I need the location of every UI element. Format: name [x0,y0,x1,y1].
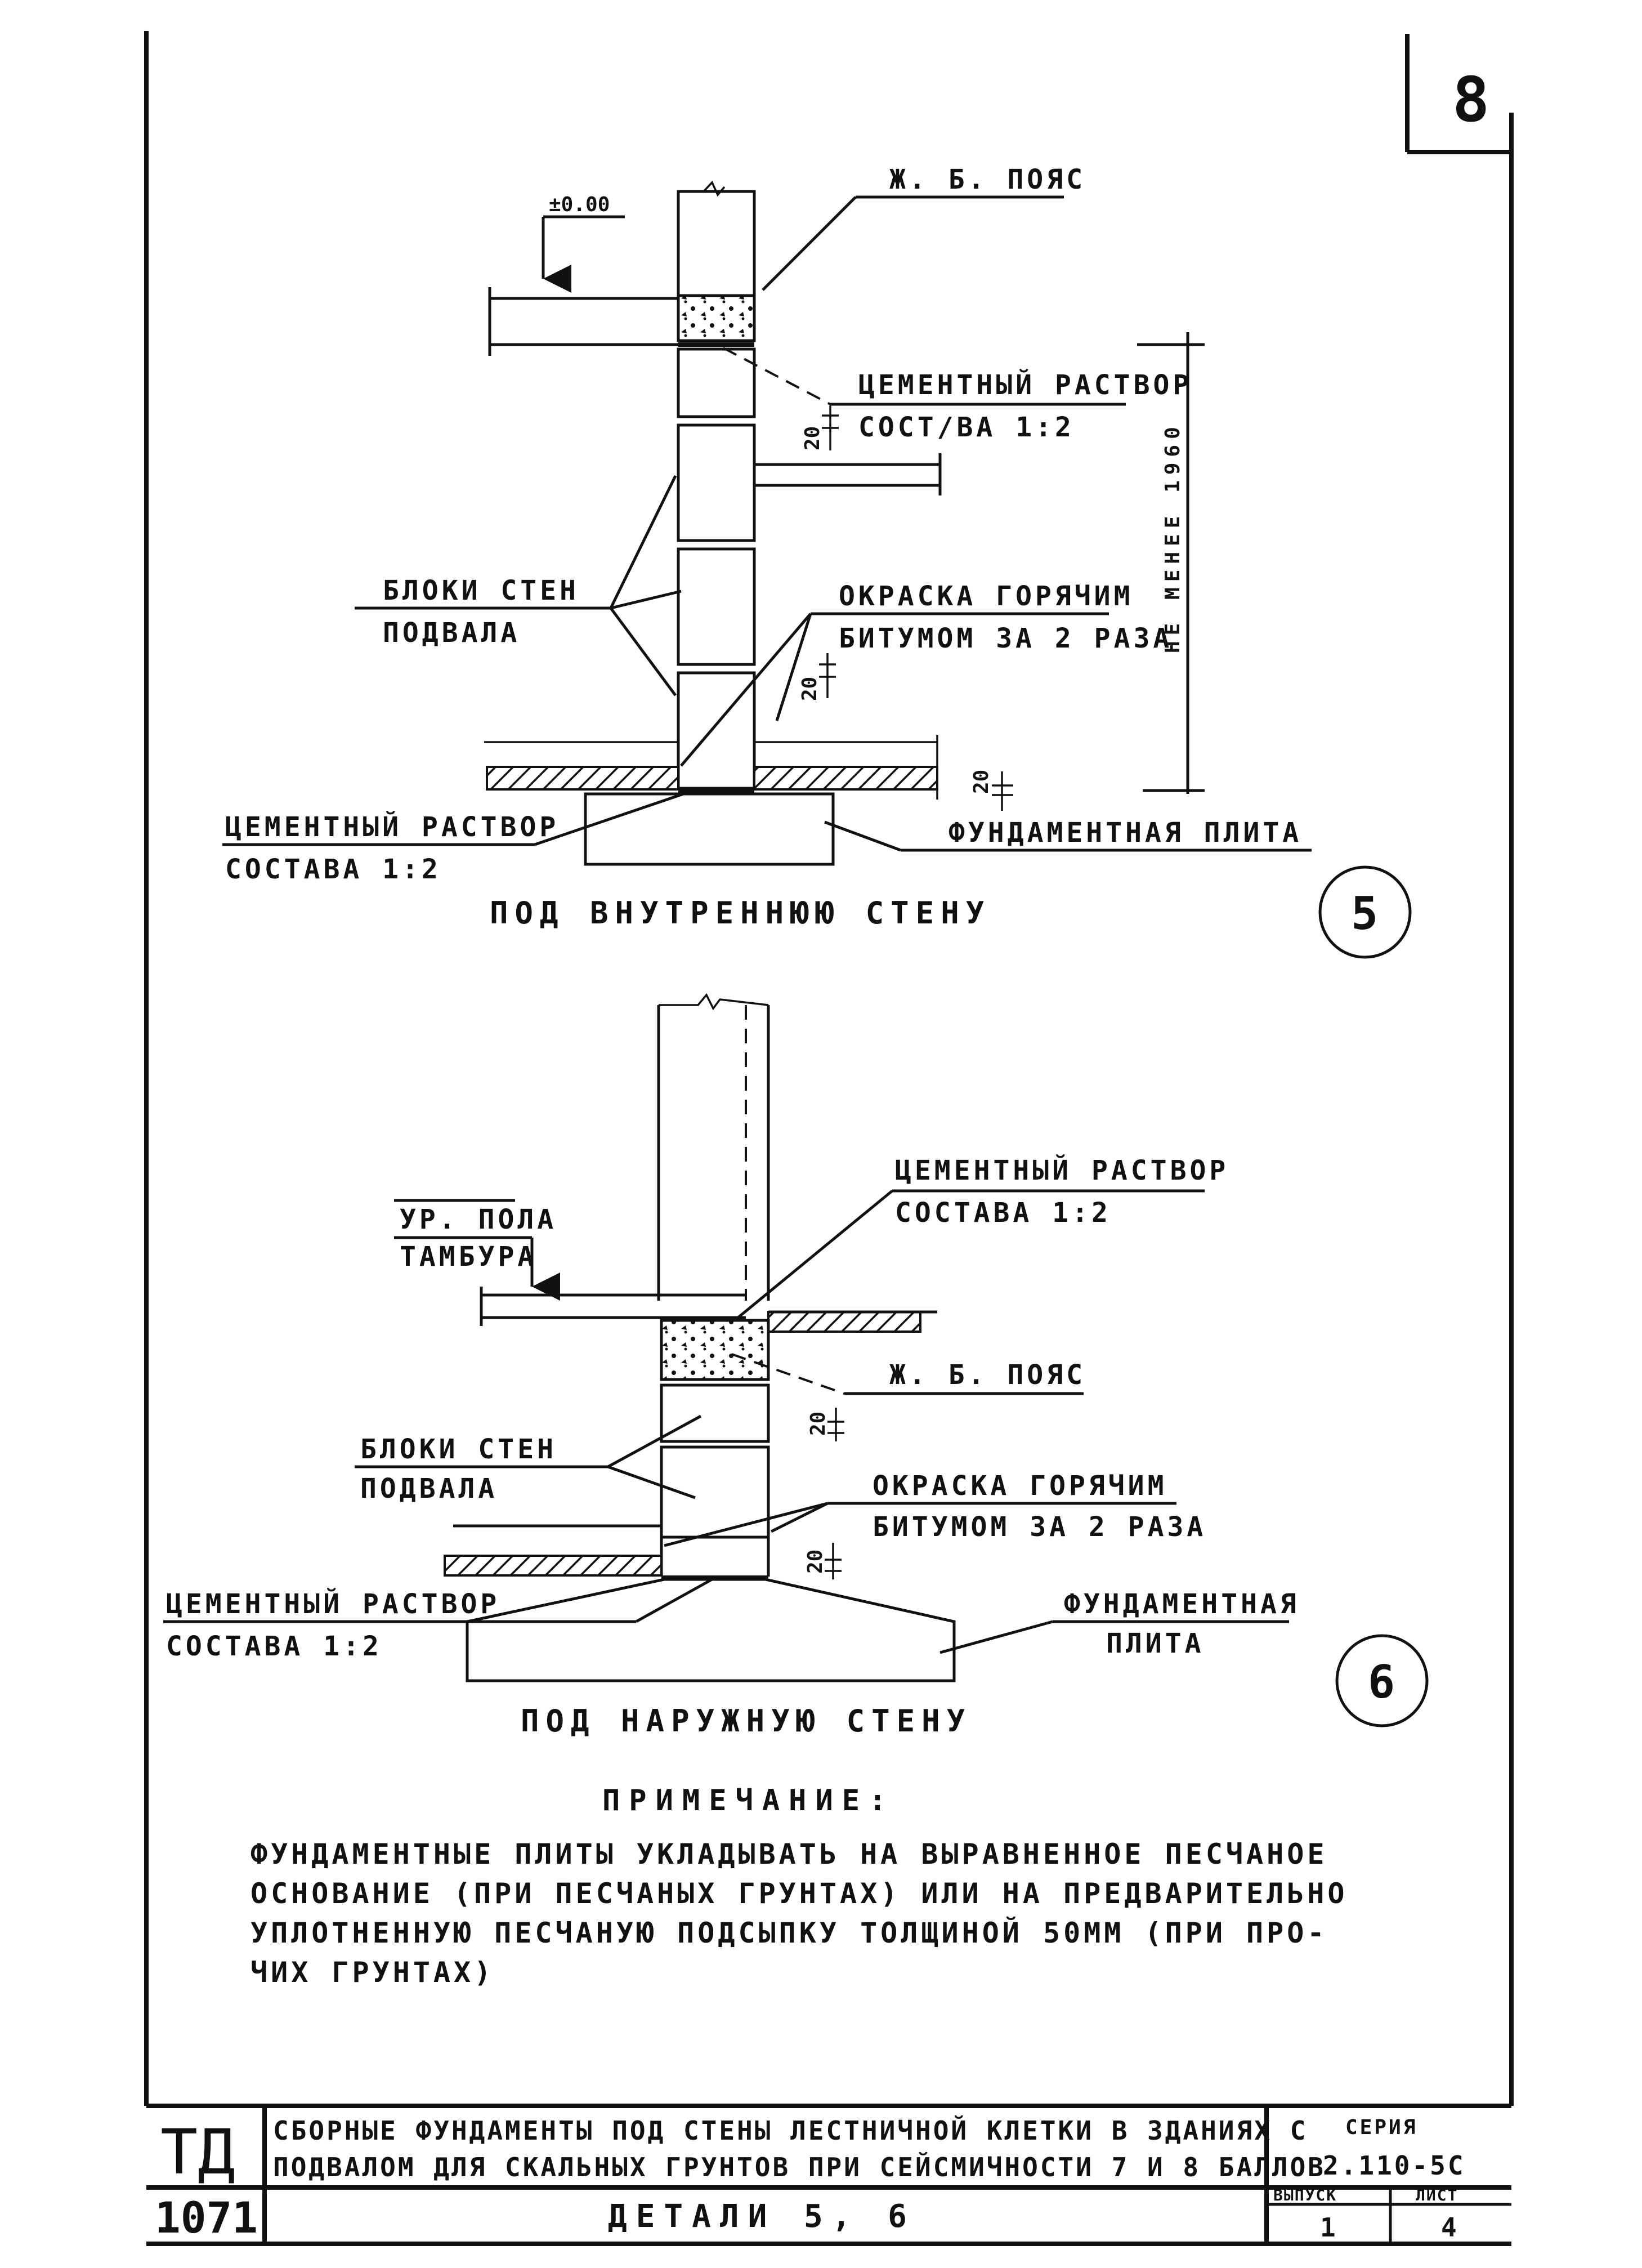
issue-value: 1 [1320,2212,1338,2243]
leader-bitumen [770,1502,829,1533]
sheet-frame: 8 [144,31,1514,2106]
detail-number: 5 [1351,887,1378,940]
title-block: ТД 1071 СБОРНЫЕ ФУНДАМЕНТЫ ПОД СТЕНЫ ЛЕС… [146,2104,1511,2246]
label-mortar-bottom-2: СОСТАВА 1:2 [225,854,441,885]
label-mortar-bottom-2: СОСТАВА 1:2 [166,1631,382,1662]
detail-6: 20 20 ЦЕМЕНТНЫЙ РАСТВОР СОСТАВА 1:2 УР. … [163,993,1429,1739]
label-mortar-top-2: СОСТ/ВА 1:2 [858,412,1075,443]
rc-belt [660,1319,770,1381]
leader-blocks [609,475,677,609]
basement-wall-block [677,423,756,542]
title-line: ПОДВАЛОМ ДЛЯ СКАЛЬНЫХ ГРУНТОВ ПРИ СЕЙСМИ… [273,2152,1326,2182]
leader-blocks [609,607,677,697]
label-mortar-top: ЦЕМЕНТНЫЙ РАСТВОР [895,1154,1229,1186]
note-line: ОСНОВАНИЕ (ПРИ ПЕСЧАНЫХ ГРУНТАХ) ИЛИ НА … [250,1877,1348,1910]
basement-ground-fill [444,1555,663,1577]
leader-bitumen [775,613,812,721]
basement-wall-block [677,547,756,666]
leader-blocks [607,1414,702,1468]
leader-slab [824,820,901,852]
leader-bitumen [680,613,812,767]
foundation-slab [584,792,835,866]
leader-blocks [607,1465,696,1499]
series-value: 2.110-5С [1323,2150,1466,2181]
label-foundation-slab: ФУНДАМЕНТНАЯ ПЛИТА [948,817,1302,849]
break-mark [659,993,769,1011]
label-bitumen-2: БИТУМОМ ЗА 2 РАЗА [873,1511,1206,1543]
level-mark: ±0.00 [549,193,610,216]
basement-wall-block [677,671,756,790]
leader-bitumen [664,1502,828,1547]
label-mortar-bottom: ЦЕМЕНТНЫЙ РАСТВОР [225,811,559,843]
dim-20: 20 [804,1550,827,1574]
sheet-value: 4 [1441,2212,1459,2243]
leader-mortar-bottom [534,791,687,846]
label-bitumen: ОКРАСКА ГОРЯЧИМ [873,1470,1167,1502]
label-mortar-top-2: СОСТАВА 1:2 [895,1197,1111,1229]
note-title: ПРИМЕЧАНИЕ: [602,1784,895,1818]
note-line: ФУНДАМЕНТНЫЕ ПЛИТЫ УКЛАДЫВАТЬ НА ВЫРАВНЕ… [250,1838,1327,1870]
dim-20: 20 [801,426,824,450]
dim-20: 20 [807,1412,830,1436]
note-line: УПЛОТНЕННУЮ ПЕСЧАНУЮ ПОДСЫПКУ ТОЛЩИНОЙ 5… [250,1916,1327,1949]
dim-20: 20 [970,770,993,794]
detail-number-circle [1335,1634,1429,1727]
stamp: ТД [160,2116,235,2188]
label-rc-belt: Ж. Б. ПОЯС [889,164,1086,195]
wall-upper-block [677,190,756,297]
detail-5: ±0.00 20 НЕ МЕНЕЕ 1960 20 20 [222,164,1412,959]
issue-label: ВЫПУСК [1273,2186,1337,2204]
basement-wall-block [677,347,756,418]
leader-slab [939,1620,1053,1654]
label-rc-belt: Ж. Б. ПОЯС [889,1359,1086,1391]
dim-20: 20 [798,677,821,701]
leader-mortar-top [723,347,831,405]
label-foundation-slab: ФУНДАМЕНТНАЯ [1064,1588,1300,1620]
leader-blocks [610,590,682,610]
series-label: СЕРИЯ [1345,2116,1417,2139]
outside-ground-fill [767,1311,921,1333]
rc-belt [677,294,756,342]
title-line: СБОРНЫЕ ФУНДАМЕНТЫ ПОД СТЕНЫ ЛЕСТНИЧНОЙ … [273,2115,1308,2146]
detail-number: 6 [1368,1656,1395,1708]
height-dim: НЕ МЕНЕЕ 1960 [1161,421,1184,653]
basement-wall-block [660,1383,770,1443]
label-blocks: БЛОКИ СТЕН [360,1434,557,1465]
leader-mortar-bottom [635,1578,713,1623]
label-floor-level: УР. ПОЛА [400,1204,557,1235]
label-bitumen-2: БИТУМОМ ЗА 2 РАЗА [839,623,1173,654]
label-blocks-2: ПОДВАЛА [360,1473,498,1504]
note: ПРИМЕЧАНИЕ: ФУНДАМЕНТНЫЕ ПЛИТЫ УКЛАДЫВАТ… [250,1784,1348,1989]
sheet-number: 8 [1452,64,1489,136]
drawing-code: 1071 [155,2193,258,2243]
leader-belt [731,1353,845,1395]
sheet-label: ЛИСТ [1416,2186,1458,2204]
caption-detail-5: ПОД ВНУТРЕННЮЮ СТЕНУ [490,895,991,931]
ground-fill [486,766,679,791]
note-line: ЧИХ ГРУНТАХ) [250,1956,494,1989]
label-bitumen: ОКРАСКА ГОРЯЧИМ [839,581,1133,612]
label-blocks: БЛОКИ СТЕН [383,575,579,606]
label-floor-level-2: ТАМБУРА [400,1241,537,1273]
subtitle: ДЕТАЛИ 5, 6 [608,2198,916,2235]
label-mortar-top: ЦЕМЕНТНЫЙ РАСТВОР [858,369,1192,401]
leader-belt [762,196,857,291]
label-foundation-slab-2: ПЛИТА [1106,1628,1205,1659]
caption-detail-6: ПОД НАРУЖНУЮ СТЕНУ [521,1703,972,1739]
label-blocks-2: ПОДВАЛА [383,617,520,649]
foundation-slab [466,1578,956,1682]
detail-number-circle [1318,865,1412,959]
leader-mortar-top [733,1190,893,1321]
break-mark [703,180,726,197]
label-mortar-bottom: ЦЕМЕНТНЫЙ РАСТВОР [166,1588,500,1620]
ground-fill [753,766,938,791]
